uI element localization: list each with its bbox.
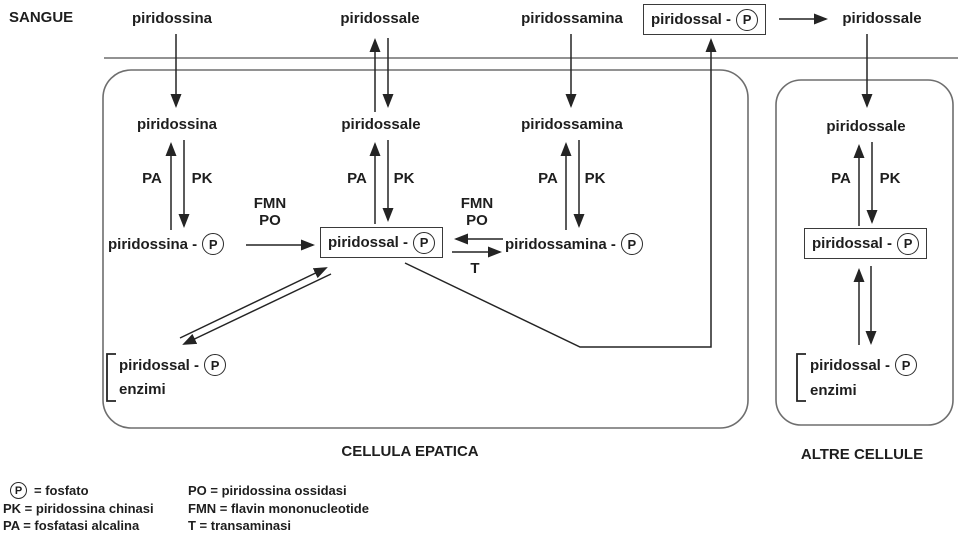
other-piridossale-label: piridossale <box>826 118 906 135</box>
legend-po-def: PO = piridossina ossidasi <box>188 483 347 498</box>
hepatic-cell-membrane <box>102 69 749 429</box>
pa-label-col3: PA <box>538 170 558 187</box>
phosphate-p-icon: P <box>413 231 436 254</box>
phosphate-p-icon: P <box>897 232 920 255</box>
legend-p-def: = fosfato <box>34 483 89 498</box>
blood-piridossamina-label: piridossamina <box>521 10 623 27</box>
other-cells-title: ALTRE CELLULE <box>800 446 924 463</box>
hepatic-piridossal-p-label: piridossal - <box>328 234 409 251</box>
phosphate-p-icon: P <box>620 233 643 255</box>
other-bound-group-bracket <box>796 353 806 402</box>
pa-label-col2: PA <box>347 170 367 187</box>
other-piridossal-p-box: piridossal - P <box>804 228 928 259</box>
blood-piridossal-p-label: piridossal - <box>651 11 732 28</box>
po-label-left: PO <box>259 212 281 229</box>
pk-label-col2: PK <box>393 170 415 187</box>
arrow-bound-pool-to-piridossal-p <box>179 267 328 339</box>
pk-label-other: PK <box>879 170 901 187</box>
hepatic-piridossina-p-group: piridossina - P <box>108 233 225 255</box>
arrow-piridossal-p-to-bound-pool <box>182 273 332 345</box>
pa-label-other: PA <box>831 170 851 187</box>
blood-piridossal-p-box: piridossal - P <box>643 4 767 35</box>
hepatic-bound-piridossal-p-group: piridossal - P <box>119 354 227 376</box>
po-label-right: PO <box>466 212 488 229</box>
hepatic-piridossina-label: piridossina <box>136 116 218 133</box>
phosphate-p-icon: P <box>736 8 759 31</box>
fmn-label-right: FMN <box>460 195 494 212</box>
blood-region-label: SANGUE <box>9 9 74 26</box>
arrow-piridossal-p-export-to-blood <box>404 38 717 348</box>
hepatic-bound-group-bracket <box>106 353 116 402</box>
legend-pa-def: PA = fosfatasi alcalina <box>3 518 140 533</box>
hepatic-piridossina-p-label: piridossina - <box>108 235 198 253</box>
pa-label-col1: PA <box>142 170 162 187</box>
other-bound-piridossal-p-group: piridossal - P <box>810 354 918 376</box>
pk-label-col1: PK <box>191 170 213 187</box>
legend-t-def: T = transaminasi <box>188 518 291 533</box>
hepatic-piridossamina-label: piridossamina <box>521 116 623 133</box>
phosphate-p-icon: P <box>204 354 227 376</box>
other-cells-membrane <box>775 79 954 426</box>
hepatic-piridossamina-p-label: piridossamina - <box>505 235 616 253</box>
legend-pk-def: PK = piridossina chinasi <box>3 501 154 516</box>
other-piridossal-p-label: piridossal - <box>812 235 893 252</box>
phosphate-p-icon: P <box>895 354 918 376</box>
pk-label-col3: PK <box>584 170 606 187</box>
blood-piridossale-in-label: piridossale <box>340 10 420 27</box>
phosphate-p-icon: P <box>202 233 225 255</box>
blood-piridossale-out-label: piridossale <box>842 10 922 27</box>
hepatic-piridossal-p-box: piridossal - P <box>320 227 444 258</box>
other-bound-piridossal-p-label: piridossal - <box>810 356 891 374</box>
hepatic-piridossamina-p-group: piridossamina - P <box>505 233 643 255</box>
legend-fmn-def: FMN = flavin mononucleotide <box>188 501 369 516</box>
hepatic-bound-piridossal-p-label: piridossal - <box>119 356 200 374</box>
hepatic-bound-enzymes-label: enzimi <box>119 381 166 398</box>
t-label: T <box>470 260 480 277</box>
hepatic-cell-title: CELLULA EPATICA <box>341 443 479 460</box>
other-bound-enzymes-label: enzimi <box>810 382 857 399</box>
phosphate-p-icon: P <box>10 482 27 499</box>
hepatic-piridossale-label: piridossale <box>341 116 421 133</box>
fmn-label-left: FMN <box>253 195 287 212</box>
blood-piridossina-label: piridossina <box>131 10 213 27</box>
